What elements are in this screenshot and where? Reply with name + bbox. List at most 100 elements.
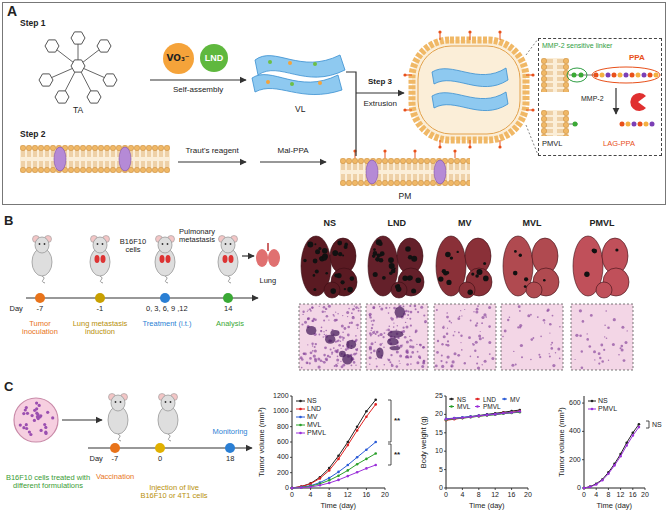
data-marker — [328, 482, 331, 485]
axis-title: Tumor volume (mm³) — [258, 407, 266, 477]
tick-mark — [290, 396, 292, 397]
cell — [28, 430, 31, 433]
significance-bracket — [388, 400, 391, 465]
tick-mark — [385, 488, 386, 490]
histology-cell — [460, 310, 461, 311]
histology-cell — [477, 305, 479, 307]
histology-cell — [352, 308, 355, 311]
drug-dot — [288, 61, 292, 65]
tick-mark — [608, 488, 609, 490]
histology-cell — [352, 316, 354, 318]
tick-mark — [446, 488, 447, 490]
cell — [38, 415, 41, 418]
histology-cell — [357, 328, 358, 329]
data-marker — [619, 455, 622, 458]
lung-lobe — [459, 282, 475, 298]
label: VL — [295, 105, 305, 115]
histology-cell — [301, 323, 303, 325]
histology-cell — [386, 330, 387, 331]
data-marker — [601, 479, 604, 482]
data-marker — [638, 423, 641, 426]
histology-cell — [483, 313, 486, 316]
histology-cell — [307, 344, 308, 345]
tick-mark — [347, 488, 348, 490]
histology-cell — [408, 311, 410, 313]
data-marker — [510, 411, 513, 414]
histology-cell — [625, 341, 628, 344]
data-marker — [365, 467, 368, 470]
tick-mark — [290, 472, 292, 473]
histology-cell — [369, 332, 372, 335]
drug-dot — [313, 62, 317, 66]
histology-cell — [446, 312, 448, 314]
label: Day — [90, 455, 103, 463]
lag-ppa-bead — [620, 122, 625, 127]
histology-cell — [441, 343, 443, 345]
histology-cell — [586, 338, 589, 341]
metastasis-nodule — [483, 262, 486, 265]
data-marker — [607, 473, 610, 476]
label: 0 — [285, 484, 289, 492]
data-marker — [461, 416, 464, 419]
histology-cell — [347, 326, 350, 329]
vesicle-inner-leaflet — [418, 46, 520, 134]
membrane — [340, 158, 470, 186]
histology-cell — [416, 344, 417, 345]
histology-cell — [442, 326, 445, 329]
metastasis-nodule — [344, 243, 348, 247]
histology-cell — [559, 326, 561, 328]
label: NS — [652, 421, 662, 429]
histology-cell — [417, 351, 419, 353]
histology-cell — [320, 330, 321, 331]
ppa-bead — [630, 73, 635, 78]
metastasis-nodule — [314, 243, 316, 245]
label: 4 — [594, 491, 598, 499]
aromatic-ring — [87, 91, 101, 103]
label: 200 — [277, 469, 289, 477]
data-marker — [461, 416, 464, 419]
histology-cell — [312, 345, 313, 346]
histology-cell — [443, 335, 446, 338]
histology-cell — [369, 313, 372, 316]
histology-cell — [380, 333, 383, 336]
metastasis-nodule — [471, 273, 474, 276]
node-label: MMP-2 sensitive linker — [542, 42, 612, 50]
histology-cell — [341, 348, 342, 349]
histology-cell — [419, 357, 421, 359]
tick-mark — [582, 403, 584, 404]
histology-cell — [314, 319, 316, 321]
data-marker — [337, 471, 340, 474]
vanadate-circle: VO₃⁻ — [163, 43, 194, 74]
data-series — [446, 412, 520, 420]
timeline-point — [225, 443, 235, 453]
histology-cell — [472, 343, 473, 344]
data-marker — [347, 475, 350, 478]
cell — [30, 414, 33, 417]
label: 4 — [460, 491, 464, 499]
data-marker — [486, 414, 489, 417]
histology-cell — [515, 364, 517, 366]
histology-cell — [405, 351, 408, 354]
label: ** — [394, 451, 400, 460]
histology-cell — [341, 365, 344, 368]
metastasis-nodule — [389, 263, 395, 269]
linker-outline — [567, 68, 587, 82]
tick-mark — [632, 488, 633, 490]
histology-cell — [470, 356, 472, 358]
histology-cell — [424, 320, 427, 323]
metastasis-nodule — [313, 259, 318, 264]
data-marker — [638, 426, 641, 429]
ppa-dot — [468, 145, 471, 148]
histology-cell — [538, 354, 540, 356]
metastasis-nodule — [318, 247, 321, 250]
histology-cell — [323, 361, 326, 364]
label: 18 — [226, 455, 234, 463]
label: TA — [73, 106, 83, 116]
label: Monitoring — [213, 428, 248, 436]
label: B16F10 cells treated with different form… — [4, 474, 92, 491]
linker-dot — [573, 122, 578, 127]
legend-label: PMVL — [307, 429, 326, 437]
histology-cell — [401, 345, 402, 346]
ppa-spike — [385, 152, 386, 158]
legend-sample — [449, 406, 454, 407]
